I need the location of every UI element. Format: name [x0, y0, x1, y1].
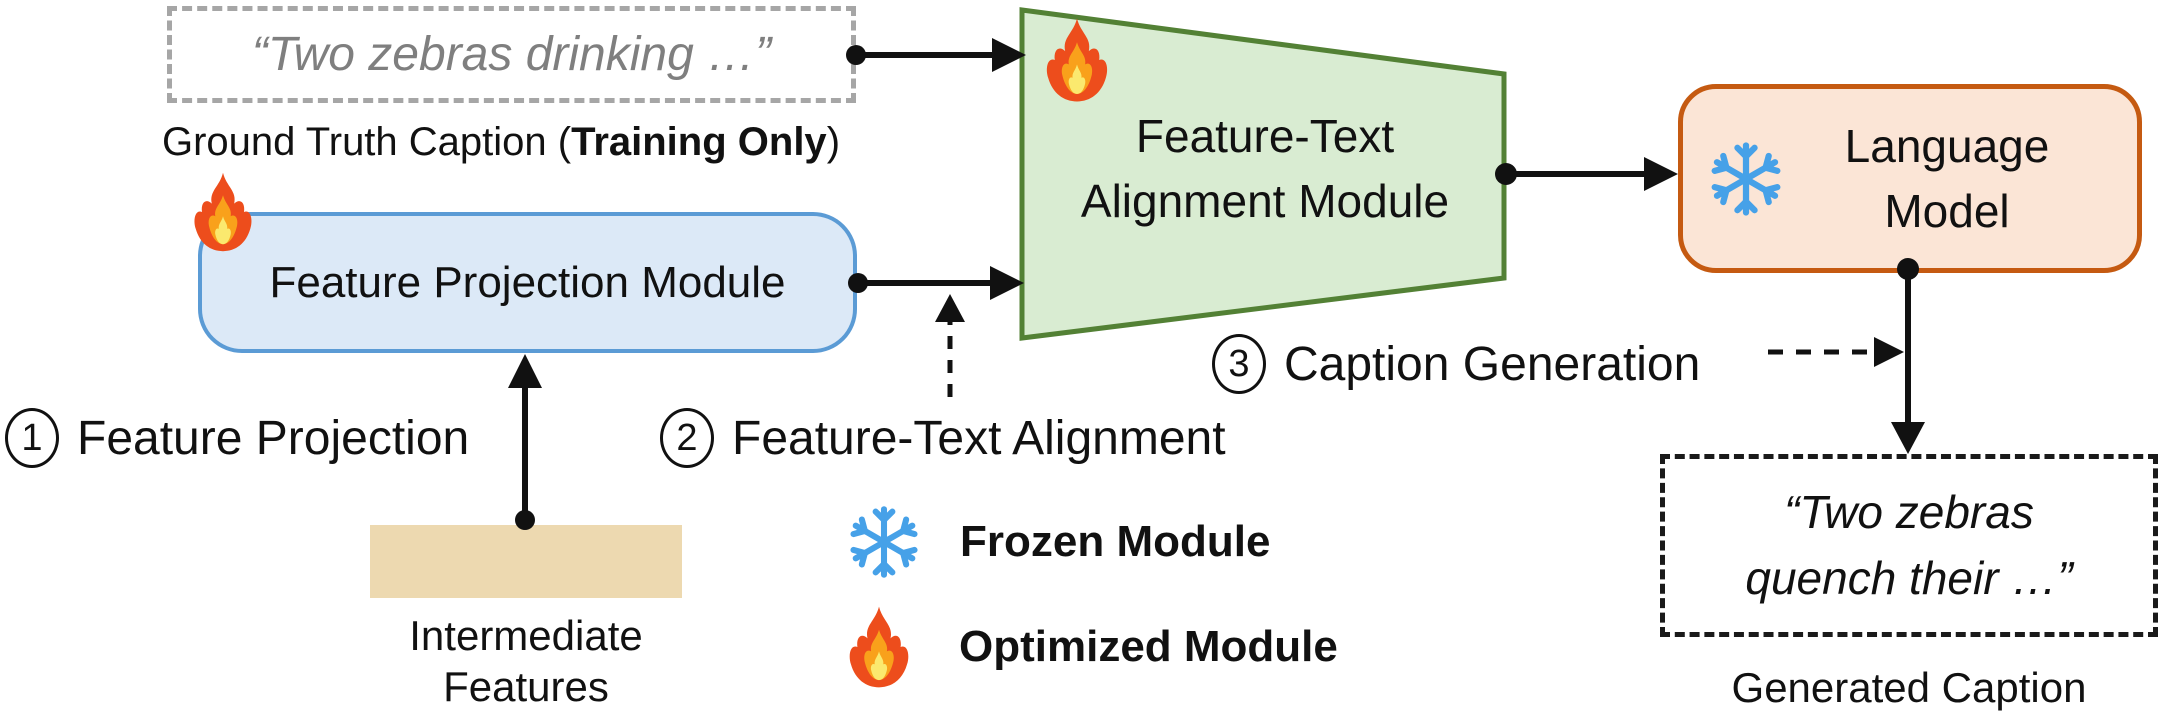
ground-truth-label-prefix: Ground Truth Caption ( [161, 120, 572, 164]
intermediate-features-label: Intermediate Features [340, 610, 712, 712]
step-number-3: 3 [1212, 334, 1266, 394]
arrow-alignment-to-lm [1495, 157, 1678, 191]
step-caption-generation: 3 Caption Generation [1212, 334, 1700, 394]
ground-truth-caption-label: Ground Truth Caption (Training Only) [131, 120, 871, 165]
ground-truth-caption-text: “Two zebras drinking …” [251, 28, 772, 81]
feature-projection-module: Feature Projection Module [198, 212, 857, 353]
snowflake-icon [1707, 140, 1785, 218]
legend-frozen-label: Frozen Module [960, 517, 1271, 566]
step-label-2: Feature-Text Alignment [732, 411, 1226, 465]
language-model-label-line2: Model [1884, 184, 2010, 237]
ground-truth-label-suffix: ) [826, 120, 841, 164]
ground-truth-label-bold: Training Only [571, 120, 827, 164]
arrow-gt-to-alignment [846, 38, 1026, 72]
feature-projection-module-label: Feature Projection Module [269, 257, 786, 307]
arrow-lm-to-generated [1891, 258, 1925, 454]
arrow-features-to-projection [508, 354, 542, 530]
flame-icon [188, 166, 258, 258]
step-label-3: Caption Generation [1284, 337, 1701, 391]
flame-icon [843, 600, 915, 694]
alignment-label-line1: Feature-Text [1135, 110, 1395, 162]
step-feature-text-alignment: 2 Feature-Text Alignment [660, 408, 1226, 468]
intermediate-features-line2: Features [443, 663, 609, 711]
legend-optimized-label: Optimized Module [959, 622, 1338, 671]
generated-caption-line2: quench their …” [1745, 551, 2073, 604]
dashed-arrow-step3 [1768, 337, 1904, 367]
arrow-projection-to-alignment [848, 266, 1024, 300]
generated-caption-label: Generated Caption [1731, 664, 2087, 711]
intermediate-features-line1: Intermediate [409, 612, 643, 659]
intermediate-features-box [370, 525, 682, 598]
legend-frozen: Frozen Module [846, 504, 1270, 580]
step-number-1: 1 [5, 408, 59, 468]
flame-icon [1040, 12, 1114, 108]
step-feature-projection: 1 Feature Projection [5, 408, 469, 468]
generated-caption-box: “Two zebras quench their …” [1660, 454, 2158, 637]
step-number-2: 2 [660, 408, 714, 468]
feature-text-alignment-module-label: Feature-Text Alignment Module [1050, 104, 1480, 235]
snowflake-icon [846, 504, 922, 580]
ground-truth-caption-box: “Two zebras drinking …” [167, 6, 856, 103]
generated-caption-line1: “Two zebras [1784, 486, 2034, 539]
alignment-label-line2: Alignment Module [1080, 175, 1450, 228]
language-model-label: Language Model [1785, 114, 2109, 243]
dashed-arrow-step2 [935, 294, 965, 397]
step-label-1: Feature Projection [77, 411, 470, 465]
legend-optimized: Optimized Module [843, 600, 1338, 694]
language-model: Language Model [1678, 84, 2142, 273]
language-model-label-line1: Language [1844, 120, 2050, 173]
